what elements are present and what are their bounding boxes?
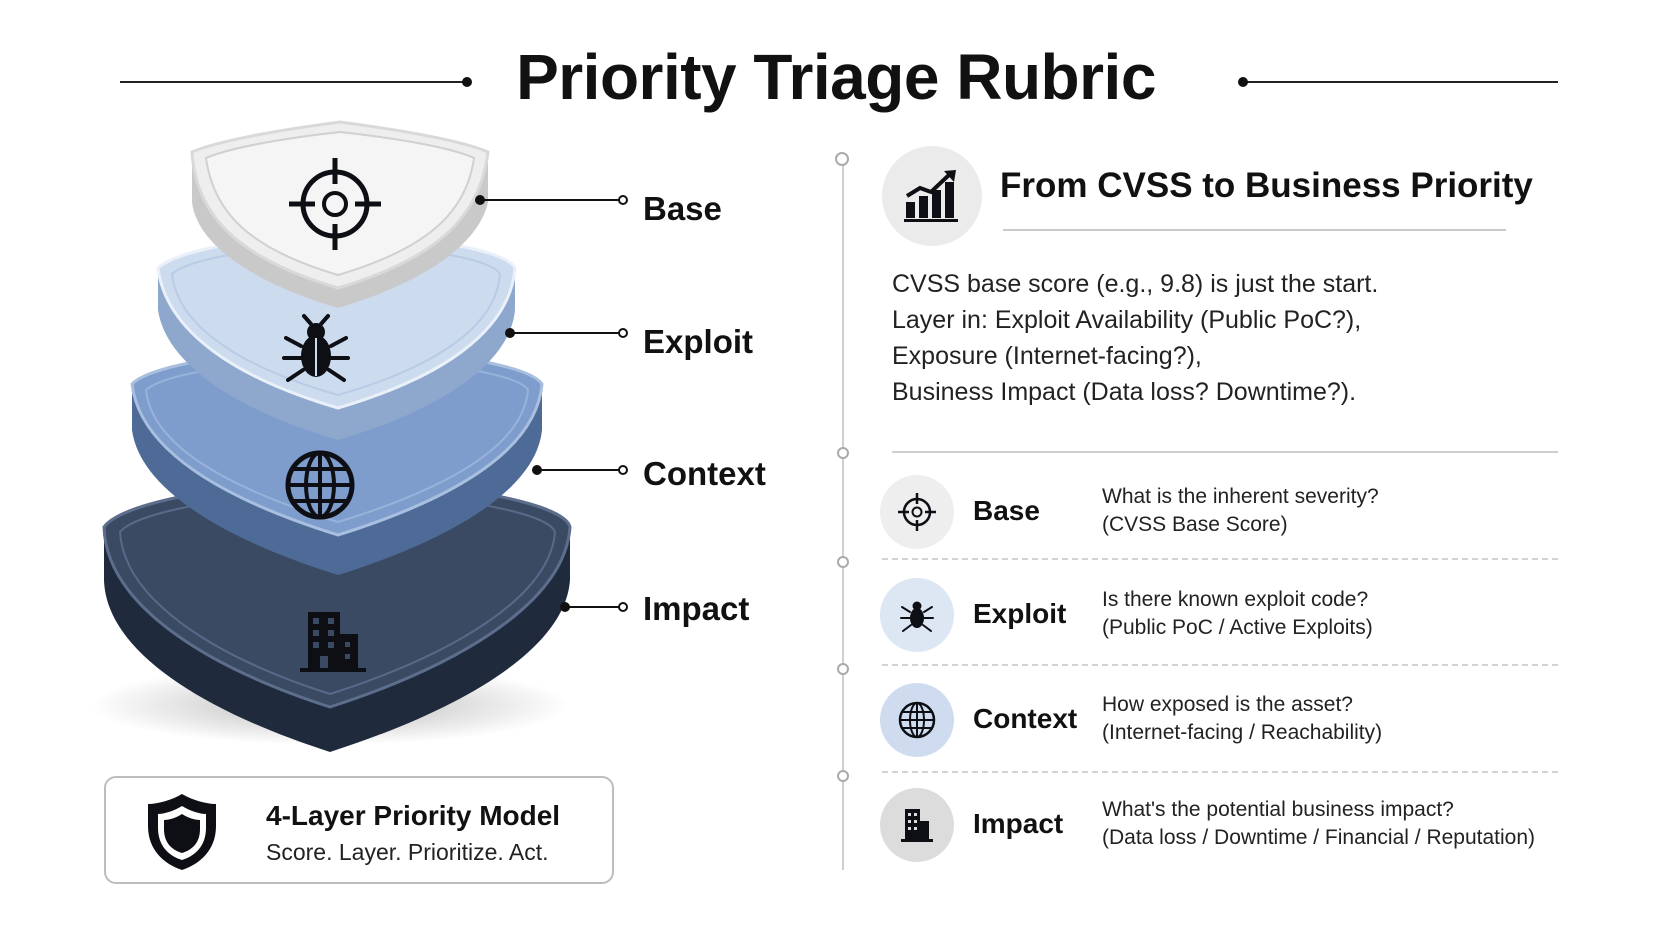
row-name: Impact (973, 808, 1064, 839)
list-divider (892, 451, 1558, 453)
rubric-row-context: Context How exposed is the asset? (Inter… (880, 683, 1560, 783)
title-rule-dot-right (1238, 77, 1248, 87)
model-card-subtitle: Score. Layer. Prioritize. Act. (266, 839, 549, 865)
leader-lines (475, 195, 628, 612)
description-line: Exposure (Internet-facing?), (892, 342, 1202, 370)
rubric-row-exploit: Exploit Is there known exploit code? (Pu… (880, 578, 1560, 678)
building-icon (300, 612, 366, 672)
row-badge (880, 683, 954, 757)
building-icon (901, 809, 933, 842)
shield-icon (148, 794, 216, 870)
page-title: Priority Triage Rubric (516, 41, 1156, 113)
header-badge (882, 146, 982, 246)
description: CVSS base score (e.g., 9.8) is just the … (892, 266, 1378, 410)
description-line: Layer in: Exploit Availability (Public P… (892, 306, 1362, 334)
row-badge (880, 475, 954, 549)
title-rule-right (1245, 81, 1558, 83)
row-divider (882, 771, 1558, 773)
row-detail: (Public PoC / Active Exploits) (1102, 616, 1373, 639)
description-line: CVSS base score (e.g., 9.8) is just the … (892, 270, 1379, 298)
title-rule-dot-left (462, 77, 472, 87)
crosshair-icon (289, 158, 381, 250)
row-detail: (Internet-facing / Reachability) (1102, 721, 1383, 744)
timeline-dot (837, 770, 849, 782)
crosshair-icon (898, 493, 936, 531)
row-question: What is the inherent severity? (1102, 485, 1379, 508)
row-detail: (Data loss / Downtime / Financial / Repu… (1102, 826, 1536, 849)
row-question: What's the potential business impact? (1102, 798, 1454, 821)
rubric-row-base: Base What is the inherent severity? (CVS… (880, 475, 1560, 575)
timeline-dot (835, 152, 849, 166)
globe-icon (898, 701, 936, 739)
timeline-dot (837, 556, 849, 568)
stack-label-context: Context (643, 455, 766, 492)
stack-label-base: Base (643, 190, 722, 227)
title-bar: Priority Triage Rubric (0, 20, 1672, 113)
model-card: 4-Layer Priority Model Score. Layer. Pri… (104, 776, 614, 884)
row-name: Exploit (973, 598, 1067, 629)
stack-label-impact: Impact (643, 590, 750, 627)
description-line: Business Impact (Data loss? Downtime?). (892, 378, 1357, 406)
row-divider (882, 664, 1558, 666)
title-rule-left (120, 81, 465, 83)
rubric-row-impact: Impact What's the potential business imp… (880, 788, 1560, 888)
row-question: How exposed is the asset? (1102, 693, 1353, 716)
row-name: Base (973, 495, 1040, 526)
model-card-title: 4-Layer Priority Model (266, 800, 561, 831)
timeline-rail (842, 158, 844, 870)
row-divider (882, 558, 1558, 560)
row-name: Context (973, 703, 1078, 734)
layer-stack-diagram (90, 120, 628, 752)
section-title: From CVSS to Business Priority (1000, 166, 1533, 205)
bug-icon (282, 314, 350, 382)
timeline-dot (837, 447, 849, 459)
layer-base (190, 120, 490, 308)
row-detail: (CVSS Base Score) (1102, 513, 1288, 536)
row-question: Is there known exploit code? (1102, 588, 1369, 611)
globe-icon (285, 450, 355, 520)
stack-label-exploit: Exploit (643, 323, 754, 360)
row-badge (880, 788, 954, 862)
section-title-underline (1003, 229, 1506, 231)
row-badge (880, 578, 954, 652)
timeline-dot (837, 663, 849, 675)
bug-icon (900, 601, 934, 632)
growth-chart-icon (904, 170, 958, 222)
